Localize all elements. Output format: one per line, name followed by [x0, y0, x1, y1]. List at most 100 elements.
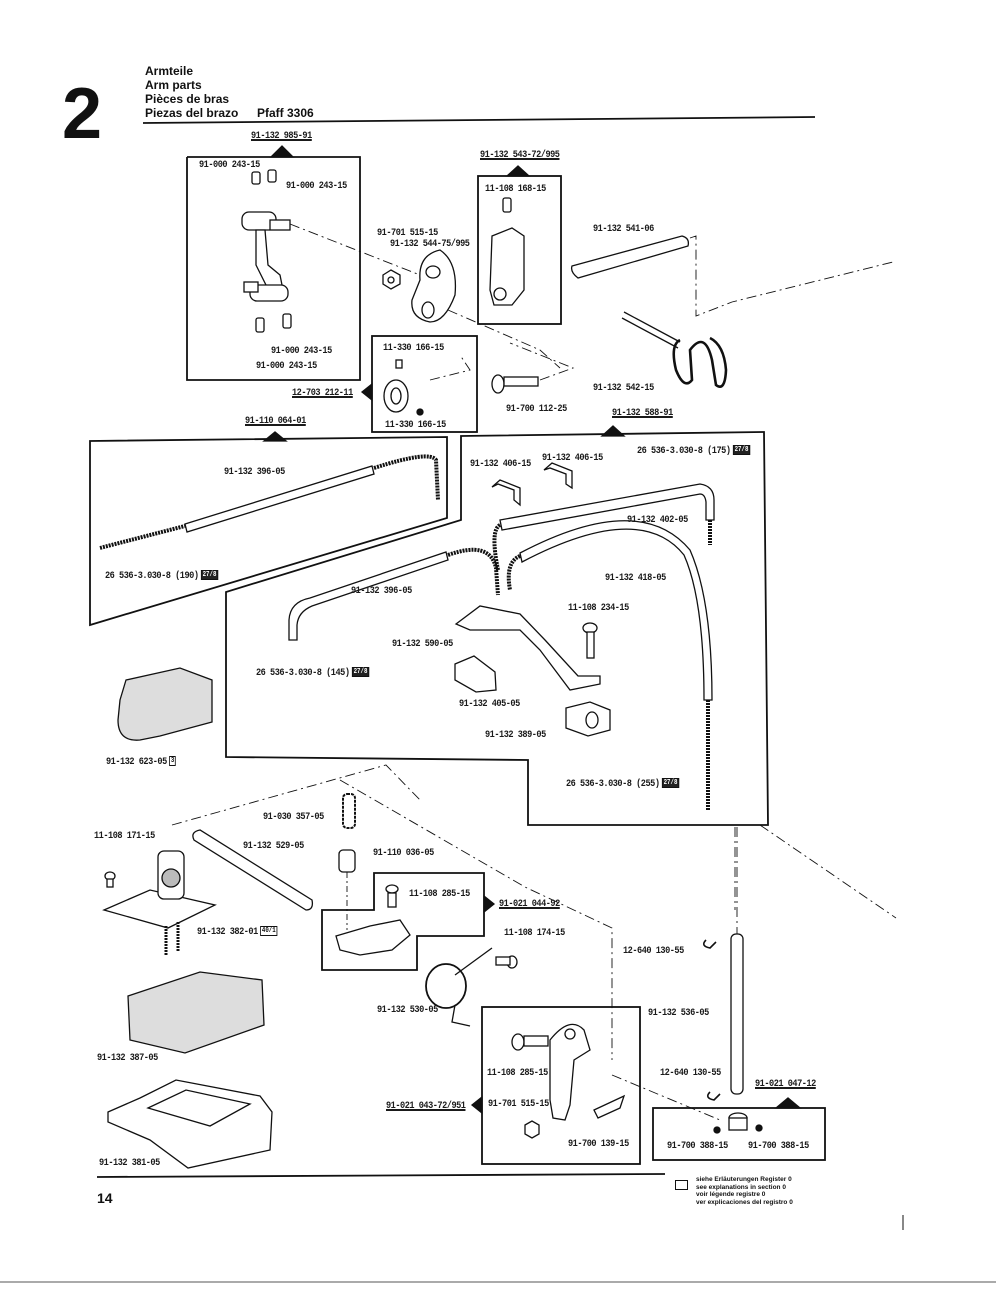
- assembly-box-1: [186, 145, 361, 381]
- part-label: 91-701 515-15: [377, 227, 438, 239]
- part-label: 91-110 036-05: [373, 847, 434, 859]
- part-label: 91-000 243-15: [199, 159, 260, 171]
- assembly-number: 91-110 064-01: [245, 415, 306, 427]
- part-label: 91-700 112-25: [506, 403, 567, 415]
- part-label: 91-000 243-15: [286, 180, 347, 192]
- part-label: 91-700 388-15: [667, 1140, 728, 1152]
- title-en: Arm parts: [145, 78, 202, 92]
- part-number: 26 536-3.030-8 (175): [637, 445, 731, 457]
- part-number: 26 536-3.030-8 (190): [105, 570, 199, 582]
- assembly-box-2: [477, 165, 562, 325]
- rod-and-wire-spring-drawing: [570, 235, 894, 388]
- assembly-number: 91-021 047-12: [755, 1078, 816, 1090]
- section-titles: Armteile Arm parts Pièces de bras Piezas…: [145, 64, 238, 120]
- footer-rule: [96, 1173, 666, 1178]
- register-reference-badge: 27/8: [732, 445, 751, 456]
- spring-drawing: [342, 793, 356, 829]
- legend-line-es: ver explicaciones del registro 0: [696, 1198, 793, 1206]
- part-label: 91-132 590-05: [392, 638, 453, 650]
- part-label: 11-108 168-15: [485, 183, 546, 195]
- part-label: 91-132 536-05: [648, 1007, 709, 1019]
- part-label: 91-132 406-15: [470, 458, 531, 470]
- assembly-number: 91-021 043-72/951: [386, 1100, 466, 1112]
- assembly-box-3: [360, 335, 478, 433]
- part-label: 91-700 388-15: [748, 1140, 809, 1152]
- legend-line-de: siehe Erläuterungen Register 0: [696, 1176, 792, 1183]
- part-label: 91-132 529-05: [243, 840, 304, 852]
- part-label: 91-132 381-05: [99, 1157, 160, 1169]
- arm-clamp-drawing: [241, 169, 421, 333]
- assembly-number: 91-132 543-72/995: [480, 149, 560, 161]
- part-label: 91-132 396-05: [224, 466, 285, 478]
- machine-model: Pfaff 3306: [257, 106, 314, 120]
- part-label: 11-108 174-15: [504, 927, 565, 939]
- part-label: 91-000 243-15: [256, 360, 317, 372]
- part-label: 11-108 171-15: [94, 830, 155, 842]
- guide-lines: [171, 764, 897, 1121]
- register-reference-badge: 27/8: [351, 667, 370, 678]
- assembly-box-5: [225, 425, 769, 826]
- part-number: 26 536-3.030-8 (255): [566, 778, 660, 790]
- part-label-with-ref: 26 536-3.030-8 (145)27/8: [256, 667, 370, 679]
- part-label: 91-700 139-15: [568, 1138, 629, 1150]
- part-number: 91-132 623-05: [106, 756, 167, 768]
- title-de: Armteile: [145, 64, 194, 78]
- pin-529-drawing: [192, 829, 314, 911]
- part-label: 91-132 406-15: [542, 452, 603, 464]
- title-es: Piezas del brazo: [145, 106, 239, 120]
- part-label-with-ref: 26 536-3.030-8 (255)27/8: [566, 778, 680, 790]
- assembly-box-4: [89, 431, 448, 627]
- register-legend: siehe Erläuterungen Register 0 see expla…: [675, 1176, 793, 1206]
- part-label: 11-330 166-15: [385, 419, 446, 431]
- part-number: 91-132 382-01: [197, 926, 258, 938]
- torsion-spring-drawing: [425, 947, 518, 1027]
- shaft-536-drawing: [702, 827, 744, 1101]
- foam-block-623-drawing: [117, 667, 213, 741]
- part-label: 91-132 541-06: [593, 223, 654, 235]
- part-number: 26 536-3.030-8 (145): [256, 667, 350, 679]
- assembly-number: 91-132 588-91: [612, 407, 673, 419]
- assembly-number: 91-021 044-92: [499, 898, 560, 910]
- part-label: 91-132 405-05: [459, 698, 520, 710]
- thumb-screw-drawing: [491, 342, 575, 394]
- part-label: 91-030 357-05: [263, 811, 324, 823]
- foam-block-387-drawing: [127, 971, 265, 1054]
- assembly-box-7: [470, 1006, 641, 1165]
- part-label: 91-132 396-05: [351, 585, 412, 597]
- part-label-with-ref: 26 536-3.030-8 (175)27/8: [637, 445, 751, 457]
- part-label: 12-640 130-55: [623, 945, 684, 957]
- part-label: 91-132 530-05: [377, 1004, 438, 1016]
- register-reference-badge: 3: [169, 756, 176, 767]
- part-label: 91-132 542-15: [593, 382, 654, 394]
- part-label: 91-000 243-15: [271, 345, 332, 357]
- register-box-icon: [675, 1180, 688, 1190]
- part-label: 91-132 544-75/995: [390, 238, 470, 250]
- part-label-with-ref: 26 536-3.030-8 (190)27/8: [105, 570, 219, 582]
- page-number: 14: [97, 1190, 113, 1206]
- part-label: 91-132 402-05: [627, 514, 688, 526]
- register-reference-badge: 27/8: [661, 778, 680, 789]
- legend-line-fr: voir légende registre 0: [696, 1191, 766, 1199]
- assembly-box-6: [321, 849, 496, 971]
- part-label: 91-132 418-05: [605, 572, 666, 584]
- part-label: 91-701 515-15: [488, 1098, 549, 1110]
- assembly-number: 91-132 985-91: [251, 130, 312, 142]
- register-reference-badge: 40/1: [260, 926, 278, 937]
- part-label: 11-330 166-15: [383, 342, 444, 354]
- part-label: 91-132 387-05: [97, 1052, 158, 1064]
- part-label: 12-640 130-55: [660, 1067, 721, 1079]
- part-label: 11-108 285-15: [409, 888, 470, 900]
- title-fr: Pièces de bras: [145, 92, 230, 106]
- part-label: 91-132 389-05: [485, 729, 546, 741]
- legend-line-en: see explanations in section 0: [696, 1183, 786, 1191]
- assembly-number: 12-703 212-11: [292, 387, 353, 399]
- thread-guide-382-drawing: [102, 850, 217, 956]
- tray-381-drawing: [107, 1079, 273, 1169]
- part-label: 11-108 234-15: [568, 602, 629, 614]
- assembly-box-8: [652, 1097, 826, 1161]
- eccentric-drawing: [382, 249, 561, 369]
- part-label: 11-108 285-15: [487, 1067, 548, 1079]
